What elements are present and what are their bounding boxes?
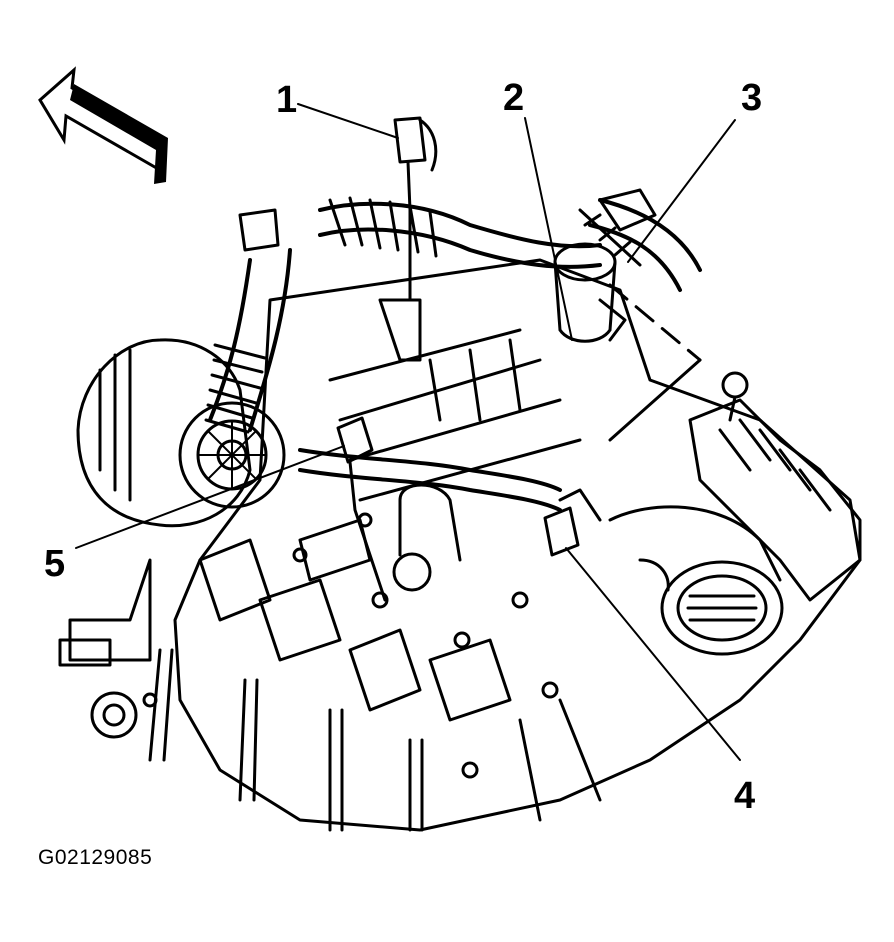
callout-leaders — [75, 103, 741, 761]
callout-4: 4 — [734, 775, 755, 817]
leader-5 — [75, 445, 345, 549]
ignition-coils — [198, 518, 512, 722]
callout-3: 3 — [741, 77, 762, 119]
callout-1: 1 — [276, 79, 297, 121]
leader-3 — [627, 119, 736, 263]
leader-4 — [565, 547, 741, 761]
callout-5: 5 — [44, 543, 65, 585]
engine-artwork — [58, 116, 862, 832]
leader-2 — [524, 117, 573, 341]
leader-1 — [297, 103, 399, 139]
callout-2: 2 — [503, 77, 524, 119]
alternator — [76, 338, 286, 528]
figure-id: G02129085 — [38, 846, 153, 869]
front-direction-arrow-icon — [38, 66, 168, 184]
